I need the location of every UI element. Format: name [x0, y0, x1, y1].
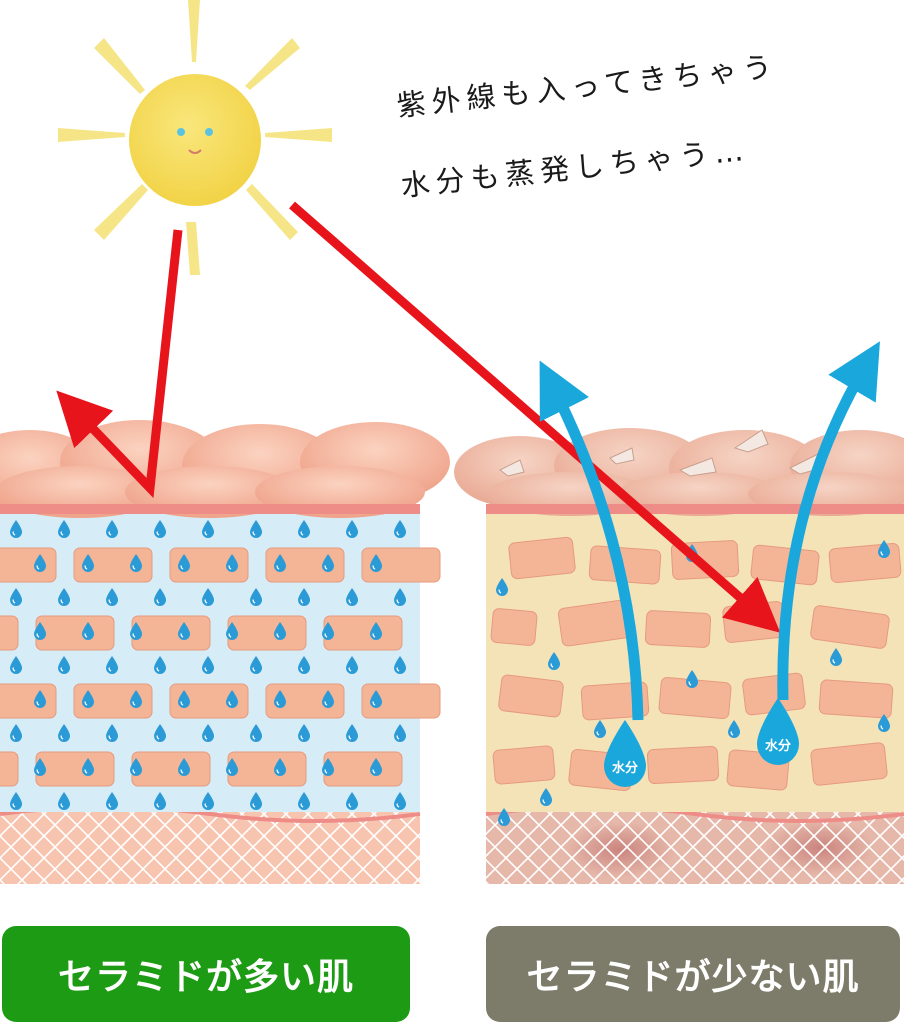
label-low-ceramide-skin: セラミドが少ない肌 [486, 926, 900, 1022]
skin-cell [265, 547, 345, 583]
dry-skin-section [454, 428, 904, 884]
skin-cell [323, 615, 403, 651]
ceramide-cells [0, 547, 441, 787]
uv-penetrate-arrow [289, 201, 781, 633]
skin-cell [750, 544, 820, 586]
sun-icon [58, 0, 332, 275]
skin-cell [646, 745, 720, 785]
skin-cell [490, 608, 538, 646]
svg-text:水分: 水分 [765, 738, 791, 754]
skin-cell [810, 742, 888, 786]
skin-cell [828, 543, 902, 583]
skin-cell [361, 683, 441, 719]
water-drop-left: 水分 [604, 720, 646, 787]
water-evaporation-arrow-right [777, 341, 880, 701]
skin-cell [265, 683, 345, 719]
skin-surface [0, 420, 450, 518]
skin-cell [73, 547, 153, 583]
skin-cell [492, 745, 556, 785]
skin-cell [0, 615, 19, 651]
water-evaporation-arrow-left [539, 360, 644, 721]
skin-cell [0, 547, 57, 583]
skin-cell [73, 683, 153, 719]
skin-cell [35, 751, 115, 787]
skin-cell [131, 615, 211, 651]
skin-cell [361, 547, 441, 583]
skin-cell [644, 610, 712, 648]
skin-cell [508, 536, 576, 580]
skin-cell [169, 547, 249, 583]
skin-cell [0, 751, 19, 787]
skin-cell [169, 683, 249, 719]
water-drop-right: 水分 [757, 698, 799, 765]
dry-skin-surface [454, 428, 904, 516]
skin-cell [498, 674, 564, 718]
healthy-skin-section [0, 420, 450, 884]
caption-line-2: 水分も蒸発しちゃう… [399, 133, 751, 203]
label-high-ceramide-skin: セラミドが多い肌 [2, 926, 410, 1022]
skin-cell [227, 751, 307, 787]
skin-cell [0, 683, 57, 719]
skin-cell [35, 615, 115, 651]
caption-line-1: 紫外線も入ってきちゃう [395, 49, 779, 123]
svg-text:水分: 水分 [612, 760, 638, 776]
skin-cell [810, 605, 890, 649]
uv-reflect-arrow [56, 229, 183, 499]
skin-cell [323, 751, 403, 787]
skin-cell [818, 679, 894, 719]
skin-cell [227, 615, 307, 651]
skin-cell [131, 751, 211, 787]
